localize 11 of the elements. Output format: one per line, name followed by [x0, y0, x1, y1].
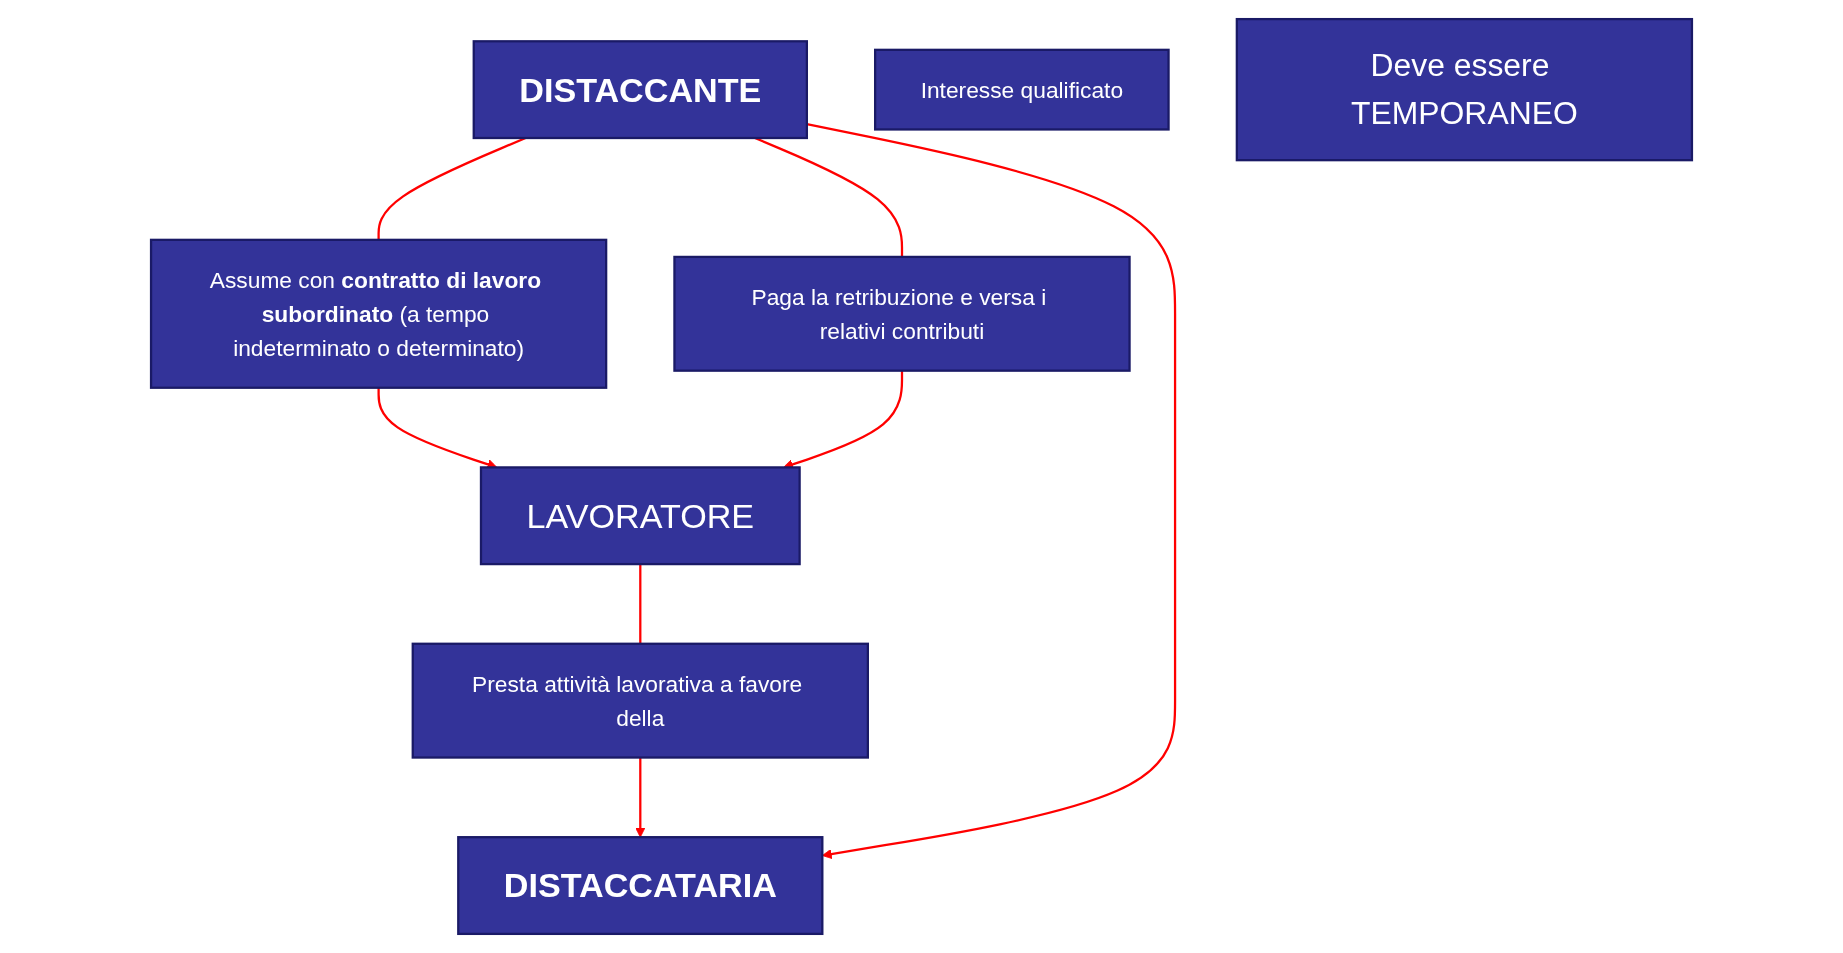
arrow [635, 757, 646, 838]
node-box: LAVORATORE [479, 466, 801, 566]
node-box: DISTACCATARIA [457, 836, 824, 936]
node-box: Presta attività lavorativa a favore della [411, 642, 869, 759]
connector [639, 564, 642, 644]
arrow [806, 122, 1177, 859]
node-box: Paga la retribuzione e versa i relativi contributi [673, 255, 1131, 372]
node-box: Deve essere TEMPORANEO [1235, 17, 1694, 162]
node-box: DISTACCANTE [472, 40, 808, 140]
node-box: Interesse qualificato [874, 48, 1170, 131]
node-box: Assume con contratto di lavoro subordinato (a tempo indeterminato o determinato) [149, 238, 608, 389]
